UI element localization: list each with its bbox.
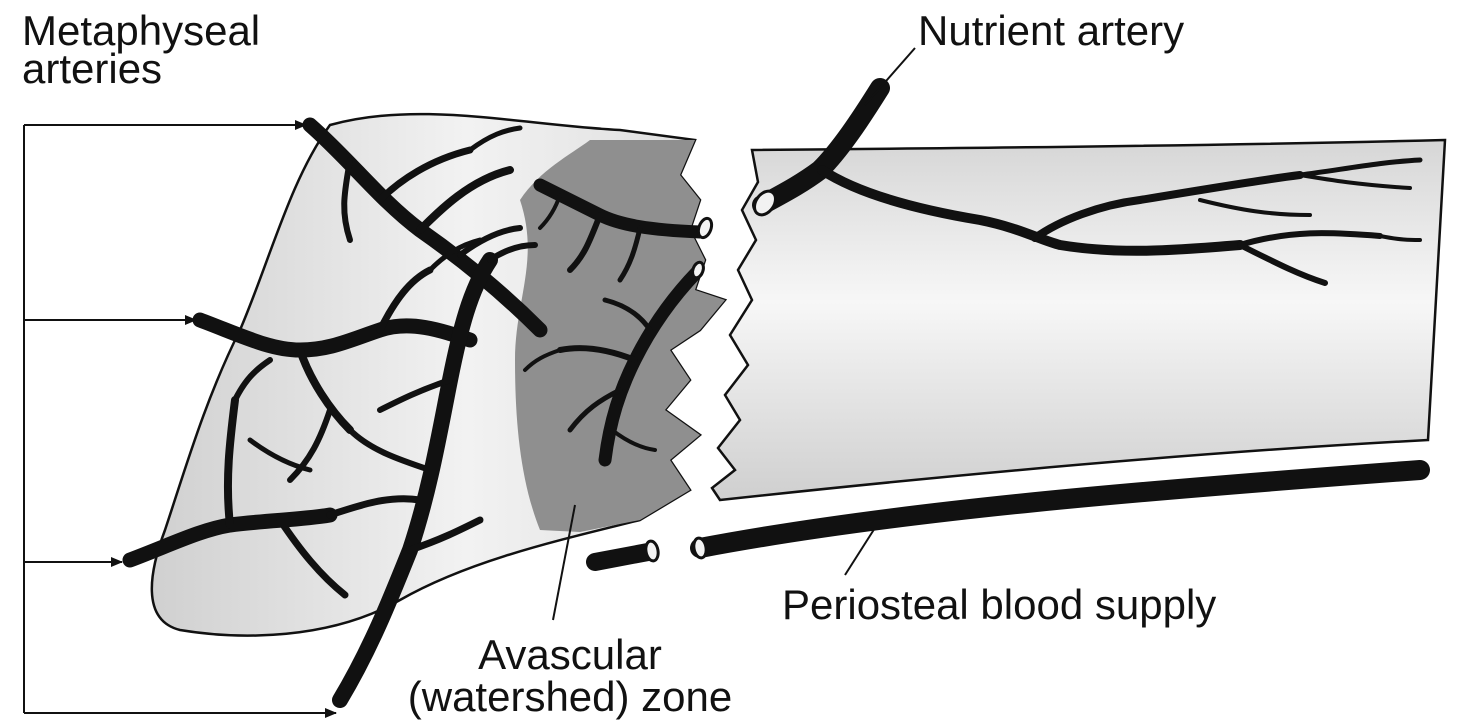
label-metaphyseal-line2: arteries — [22, 50, 162, 88]
shaft-body — [712, 140, 1445, 500]
periosteal-cut-ends — [644, 537, 707, 562]
nutrient-leader-line — [865, 48, 915, 105]
label-avascular-line1: Avascular — [430, 636, 710, 674]
label-nutrient-artery: Nutrient artery — [918, 12, 1184, 50]
periosteal-fragment-left — [595, 552, 648, 562]
label-avascular-line2: (watershed) zone — [380, 678, 760, 716]
cut-end-upper — [696, 217, 714, 240]
bone-shaft — [712, 140, 1445, 500]
avascular-zone — [515, 140, 725, 532]
label-periosteal-blood-supply: Periosteal blood supply — [782, 586, 1216, 624]
